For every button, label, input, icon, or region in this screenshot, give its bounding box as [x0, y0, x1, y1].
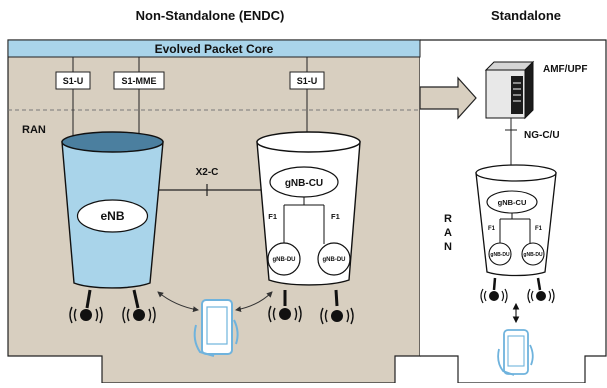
sa-title: Standalone — [491, 8, 561, 23]
s1u-left-label: S1-U — [63, 76, 84, 86]
phone-icon — [497, 329, 534, 376]
enb-label: eNB — [100, 209, 124, 223]
antenna-icon — [122, 289, 156, 324]
x2c-label: X2-C — [196, 167, 219, 178]
phone-enb-link-arrow — [157, 291, 199, 313]
enb-cell: eNB — [61, 131, 164, 289]
sa-gnb-du-right-label: gNB-DU — [523, 252, 543, 258]
sa-gnb-cu-label: gNB-CU — [498, 198, 527, 207]
nsa-gnb-cell: gNB-CU F1 F1 gNB-DU gNB-DU — [256, 131, 361, 286]
nsa-ran-label: RAN — [22, 124, 46, 136]
sa-gnb-du-right-node — [521, 242, 545, 266]
amf-upf-label: AMF/UPF — [543, 64, 587, 75]
s1mme-box — [113, 71, 165, 90]
nsa-title: Non-Standalone (ENDC) — [136, 8, 285, 23]
sa-ran-letter-a: A — [444, 227, 452, 239]
nsa-f1-left-label: F1 — [268, 212, 277, 221]
ng-cu-label: NG-C/U — [524, 130, 560, 141]
epc-label: Evolved Packet Core — [155, 42, 274, 56]
sa-gnb-du-left-label: gNB-DU — [490, 252, 510, 258]
sa-f1-left-label: F1 — [488, 226, 496, 232]
sa-f1-right-label: F1 — [535, 226, 543, 232]
sa-gnb-du-left-node — [488, 242, 512, 266]
sa-gnb-cell: gNB-CU F1 F1 gNB-DU gNB-DU — [475, 164, 557, 277]
nsa-gnb-du-right-node — [317, 242, 351, 276]
nsa-gnb-cu-label: gNB-CU — [285, 178, 323, 189]
sa-ran-letter-n: N — [444, 241, 452, 253]
antenna-icon — [527, 277, 555, 304]
antenna-icon — [268, 290, 302, 323]
enb-node — [76, 199, 149, 233]
s1mme-label: S1-MME — [121, 76, 156, 86]
s1u-left-box — [55, 71, 91, 90]
s1u-right-label: S1-U — [297, 76, 318, 86]
s1u-right-box — [289, 71, 325, 90]
antenna-icon — [480, 277, 508, 304]
nsa-gnb-du-right-label: gNB-DU — [323, 257, 346, 263]
nsa-gnb-du-left-node — [267, 242, 301, 276]
nsa-gnb-du-left-label: gNB-DU — [273, 257, 296, 263]
antenna-icon — [69, 289, 103, 324]
migration-arrow — [419, 76, 477, 120]
phone-icon — [193, 299, 239, 357]
epc-band — [7, 39, 421, 58]
server-icon — [484, 60, 535, 120]
phone-gnb-link-arrow — [235, 291, 273, 313]
sa-ran-letter-r: R — [444, 213, 452, 225]
nsa-f1-right-label: F1 — [331, 212, 340, 221]
antenna-icon — [320, 289, 354, 325]
